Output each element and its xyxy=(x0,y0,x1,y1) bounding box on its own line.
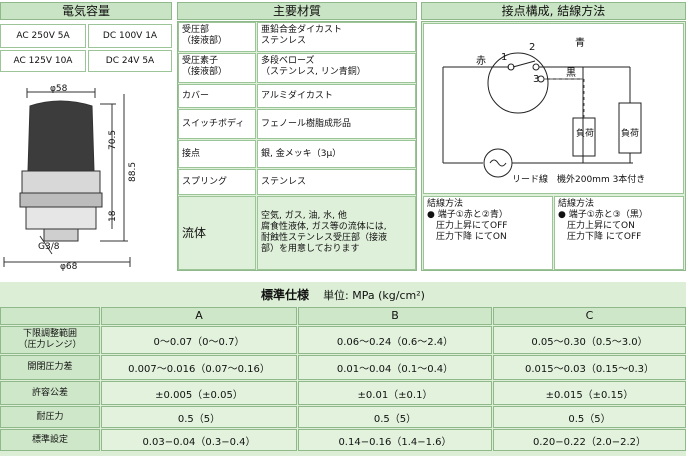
material-value: 多段ベローズ （ステンレス, リン青銅） xyxy=(257,53,416,83)
material-value: 空気, ガス, 油, 水, 他 腐食性液体, ガス等の流体には, 耐蝕性ステンレ… xyxy=(257,196,416,270)
rating-item: AC 125V 10A xyxy=(0,50,86,72)
spec-row-label: 標準設定 xyxy=(0,429,100,451)
spec-cell: 0.5（5） xyxy=(493,406,686,428)
terminal-2: 2 xyxy=(529,42,536,53)
lead-wire-note: リード線 機外200mm 3本付き xyxy=(512,175,646,185)
spec-cell: 0.05〜0.30（0.5〜3.0） xyxy=(493,326,686,354)
wiring-diagram xyxy=(442,52,642,178)
wire-blue-label: 青 xyxy=(575,38,585,49)
spec-cell: 0.015〜0.03（0.15〜0.3） xyxy=(493,355,686,380)
wiring-title: 接点構成, 結線方法 xyxy=(421,2,686,20)
spec-col-c: C xyxy=(493,307,686,325)
load-label: 負荷 xyxy=(621,129,640,139)
spec-cell: 0.5（5） xyxy=(298,406,492,428)
spec-cell: 0.03−0.04（0.3−0.4） xyxy=(101,429,297,451)
material-value: 亜鉛合金ダイカスト ステンレス xyxy=(257,22,416,52)
material-value: ステンレス xyxy=(257,169,416,195)
spec-cell: 0.06〜0.24（0.6〜2.4） xyxy=(298,326,492,354)
material-label: 受圧部 （接液部） xyxy=(178,22,256,52)
spec-col-a: A xyxy=(101,307,297,325)
spec-cell: 0.20−0.22（2.0−2.2） xyxy=(493,429,686,451)
wire-red-label: 赤 xyxy=(476,56,486,67)
dim-top: φ58 xyxy=(50,84,68,94)
wiring-method-1: 結線方法 ● 端子①赤と②青） 圧力上昇にてOFF 圧力下降 にてON xyxy=(423,196,553,270)
spec-title: 標準仕様 xyxy=(261,288,310,302)
spec-cell: 0.14−0.16（1.4−1.6） xyxy=(298,429,492,451)
spec-cell: ±0.005（±0.05） xyxy=(101,381,297,405)
material-value: アルミダイカスト xyxy=(257,84,416,108)
dim-705: 70.5 xyxy=(108,129,118,150)
dimension-drawing xyxy=(3,88,131,267)
spec-cell: 0.01〜0.04（0.1〜0.4） xyxy=(298,355,492,380)
material-value: 銀, 金メッキ（3μ） xyxy=(257,140,416,168)
dim-885: 88.5 xyxy=(128,161,138,182)
spec-cell: ±0.01（±0.1） xyxy=(298,381,492,405)
material-value: フェノール樹脂成形品 xyxy=(257,109,416,139)
dim-thread: G3/8 xyxy=(38,242,60,252)
spec-row-label: 下限調整範囲 （圧力レンジ） xyxy=(0,326,100,354)
material-label: 接点 xyxy=(178,140,256,168)
material-label: スイッチボディ xyxy=(178,109,256,139)
dim-18: 18 xyxy=(108,210,118,222)
spec-cell: 0〜0.07（0〜0.7） xyxy=(101,326,297,354)
spec-cell: ±0.015（±0.15） xyxy=(493,381,686,405)
material-label: カバー xyxy=(178,84,256,108)
terminal-1: 1 xyxy=(501,52,508,63)
terminal-3: 3 xyxy=(533,74,540,85)
spec-row-label: 開閉圧力差 xyxy=(0,355,100,380)
rating-item: AC 250V 5A xyxy=(0,24,86,48)
spec-header: 標準仕様単位: MPa (kg/cm²) xyxy=(0,284,686,306)
wiring-method-2: 結線方法 ● 端子①赤と③（黒） 圧力上昇にてON 圧力下降 にてOFF xyxy=(554,196,684,270)
spec-cell: 0.5（5） xyxy=(101,406,297,428)
rating-item: DC 100V 1A xyxy=(88,24,172,48)
material-label: 流体 xyxy=(178,196,256,270)
rating-title: 電気容量 xyxy=(0,2,172,20)
spec-corner xyxy=(0,307,100,325)
spec-col-b: B xyxy=(298,307,492,325)
wire-black-label: 黒 xyxy=(566,68,576,79)
spec-row-label: 許容公差 xyxy=(0,381,100,405)
load-label: 負荷 xyxy=(576,129,595,139)
spec-row-label: 耐圧力 xyxy=(0,406,100,428)
material-label: スプリング xyxy=(178,169,256,195)
rating-item: DC 24V 5A xyxy=(88,50,172,72)
spec-unit: 単位: MPa (kg/cm²) xyxy=(323,289,425,302)
material-label: 受圧素子 （接液部） xyxy=(178,53,256,83)
dim-bottom: φ68 xyxy=(60,262,78,272)
spec-cell: 0.007〜0.016（0.07〜0.16） xyxy=(101,355,297,380)
materials-title: 主要材質 xyxy=(177,2,417,20)
